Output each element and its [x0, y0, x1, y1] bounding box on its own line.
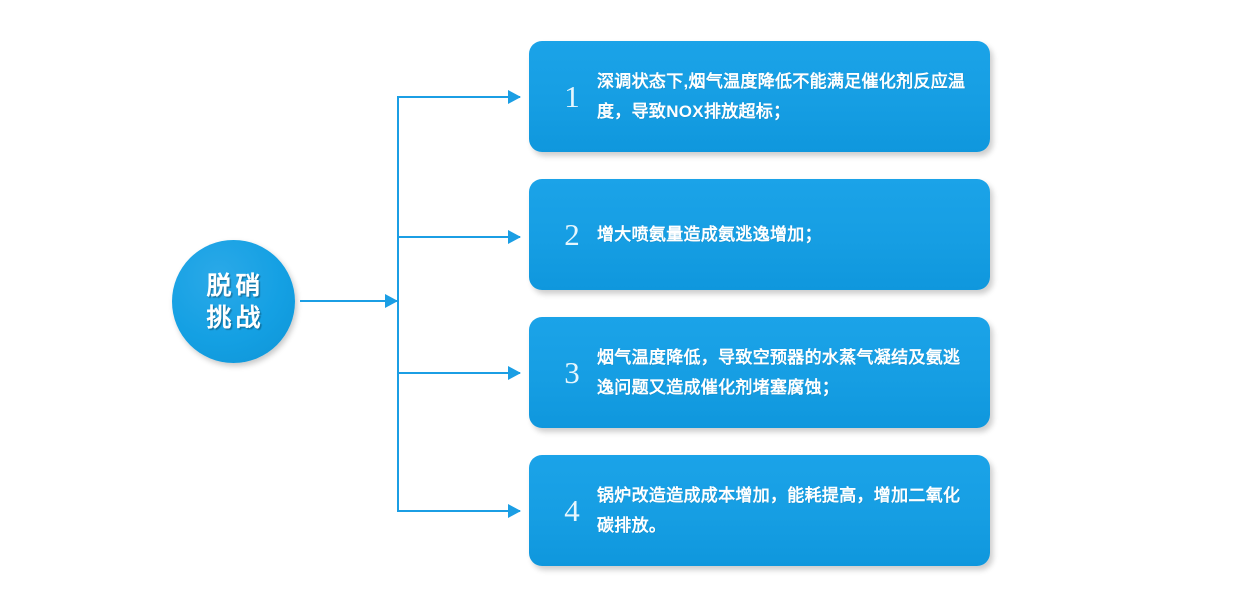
connector-trunk [397, 96, 399, 511]
arrowhead-branch-2-icon [508, 230, 521, 244]
hub-label-line1: 脱硝 [206, 271, 265, 300]
arrowhead-branch-1-icon [508, 90, 521, 104]
challenge-box-2-number: 2 [564, 217, 580, 252]
challenge-box-1[interactable]: 1 深调状态下,烟气温度降低不能满足催化剂反应温度，导致NOX排放超标； [529, 41, 990, 152]
arrowhead-hub-stem-icon [385, 294, 398, 308]
challenge-box-3[interactable]: 3 烟气温度降低，导致空预器的水蒸气凝结及氨逃逸问题又造成催化剂堵塞腐蚀； [529, 317, 990, 428]
challenge-box-2[interactable]: 2 增大喷氨量造成氨逃逸增加； [529, 179, 990, 290]
challenge-box-4-text: 锅炉改造造成成本增加，能耗提高，增加二氧化碳排放。 [597, 485, 961, 535]
connector-branch-2 [397, 236, 520, 238]
connector-branch-1 [397, 96, 520, 98]
challenge-box-3-text: 烟气温度降低，导致空预器的水蒸气凝结及氨逃逸问题又造成催化剂堵塞腐蚀； [597, 347, 961, 397]
arrowhead-branch-3-icon [508, 366, 521, 380]
challenge-box-1-number: 1 [564, 79, 580, 114]
arrowhead-branch-4-icon [508, 504, 521, 518]
challenge-box-1-text: 深调状态下,烟气温度降低不能满足催化剂反应温度，导致NOX排放超标； [597, 71, 966, 121]
connector-branch-3 [397, 372, 520, 374]
challenge-box-2-text: 增大喷氨量造成氨逃逸增加； [597, 224, 822, 244]
hub-label-line2: 挑战 [206, 303, 265, 332]
challenge-box-4-number: 4 [564, 493, 580, 528]
connector-hub-stem [300, 300, 398, 302]
challenge-box-4[interactable]: 4 锅炉改造造成成本增加，能耗提高，增加二氧化碳排放。 [529, 455, 990, 566]
connector-branch-4 [397, 510, 520, 512]
hub-node[interactable]: 脱硝 挑战 [172, 240, 295, 363]
challenge-box-3-number: 3 [564, 355, 580, 390]
